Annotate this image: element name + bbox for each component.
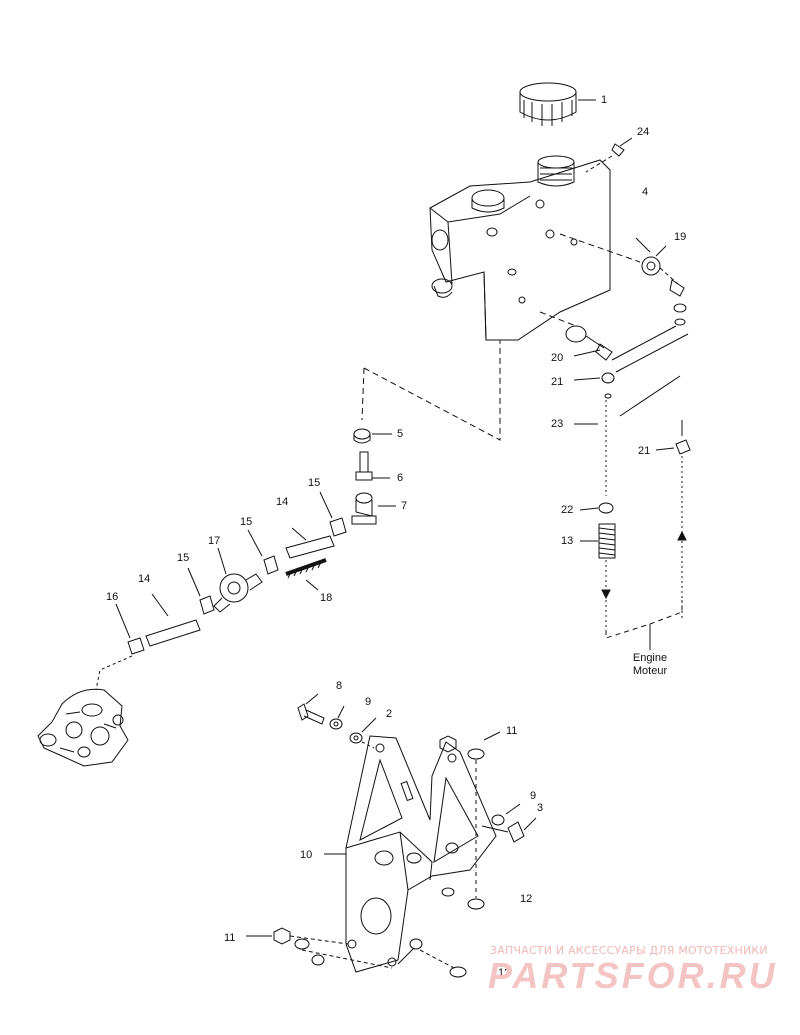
nut-part-11-upper bbox=[440, 732, 500, 909]
filler-cap-part-1 bbox=[520, 83, 596, 126]
oil-tank-part-4 bbox=[430, 156, 610, 340]
watermark-logo: PARTSFOR.RU bbox=[488, 955, 778, 996]
callout-17: 17 bbox=[208, 535, 221, 547]
callout-22: 22 bbox=[561, 504, 574, 516]
callout-15c: 15 bbox=[177, 552, 190, 564]
fitting-part-6 bbox=[356, 452, 390, 480]
callout-12b: 12 bbox=[498, 967, 511, 979]
washer-part-2 bbox=[350, 718, 376, 748]
hose-assembly-part-20-21-23 bbox=[540, 312, 688, 496]
washers-part-12-lower bbox=[295, 939, 466, 977]
callout-3: 3 bbox=[537, 802, 544, 814]
callout-11a: 11 bbox=[506, 725, 518, 737]
callout-9b: 9 bbox=[530, 790, 537, 802]
callout-12a: 12 bbox=[520, 893, 533, 905]
screw-part-24 bbox=[586, 138, 632, 172]
elbow-part-7 bbox=[352, 493, 396, 524]
grommet-part-19 bbox=[560, 234, 686, 325]
bolt-part-8 bbox=[298, 694, 324, 724]
callout-6: 6 bbox=[397, 472, 404, 484]
washer-part-9-upper bbox=[330, 706, 344, 729]
callout-20: 20 bbox=[551, 352, 564, 364]
clamp-part-16 bbox=[96, 604, 144, 690]
callout-10: 10 bbox=[300, 849, 313, 861]
callout-8: 8 bbox=[336, 680, 343, 692]
callout-21a: 21 bbox=[551, 376, 564, 388]
spring-assembly-part-13-22 bbox=[599, 503, 615, 630]
callout-21b: 21 bbox=[638, 445, 651, 457]
guide-line-tank-to-fitting bbox=[362, 340, 500, 440]
bolt-part-3 bbox=[482, 818, 536, 842]
callout-5: 5 bbox=[397, 428, 404, 440]
engine-label-line1: Engine bbox=[632, 652, 668, 664]
callout-7: 7 bbox=[401, 500, 408, 512]
callout-11b: 11 bbox=[224, 932, 236, 944]
leader-lines bbox=[574, 238, 674, 541]
clamp-part-21-right bbox=[676, 420, 690, 620]
grommet-part-5 bbox=[354, 429, 392, 443]
callout-14b: 14 bbox=[138, 573, 151, 585]
callout-18: 18 bbox=[320, 592, 333, 604]
pump-part-17 bbox=[214, 548, 262, 612]
callout-2: 2 bbox=[386, 708, 393, 720]
clamp-part-15-lower bbox=[188, 568, 214, 614]
engine-label: Engine Moteur bbox=[624, 652, 676, 678]
watermark-tagline: ЗАПЧАСТИ И АКСЕССУАРЫ ДЛЯ МОТОТЕХНИКИ bbox=[490, 944, 768, 957]
callout-1: 1 bbox=[601, 94, 608, 106]
callout-15b: 15 bbox=[240, 516, 253, 528]
callout-9a: 9 bbox=[365, 696, 372, 708]
hose-part-14-lower bbox=[146, 594, 200, 646]
nut-part-11-lower bbox=[246, 928, 348, 944]
callout-23: 23 bbox=[551, 418, 564, 430]
callout-24: 24 bbox=[637, 126, 650, 138]
engine-connection-lines bbox=[606, 600, 682, 650]
spring-part-18 bbox=[286, 560, 326, 590]
callout-16: 16 bbox=[106, 591, 119, 603]
washer-part-9-lower bbox=[492, 804, 520, 825]
callout-19: 19 bbox=[674, 231, 687, 243]
mounting-bracket-part-10 bbox=[324, 736, 496, 972]
hose-part-14-upper bbox=[248, 492, 346, 574]
callout-15a: 15 bbox=[308, 477, 321, 489]
callout-4: 4 bbox=[642, 186, 649, 198]
callout-13: 13 bbox=[561, 535, 574, 547]
oil-injection-pump-illustration bbox=[38, 689, 128, 766]
engine-label-line2: Moteur bbox=[632, 665, 668, 677]
callout-14a: 14 bbox=[276, 496, 289, 508]
